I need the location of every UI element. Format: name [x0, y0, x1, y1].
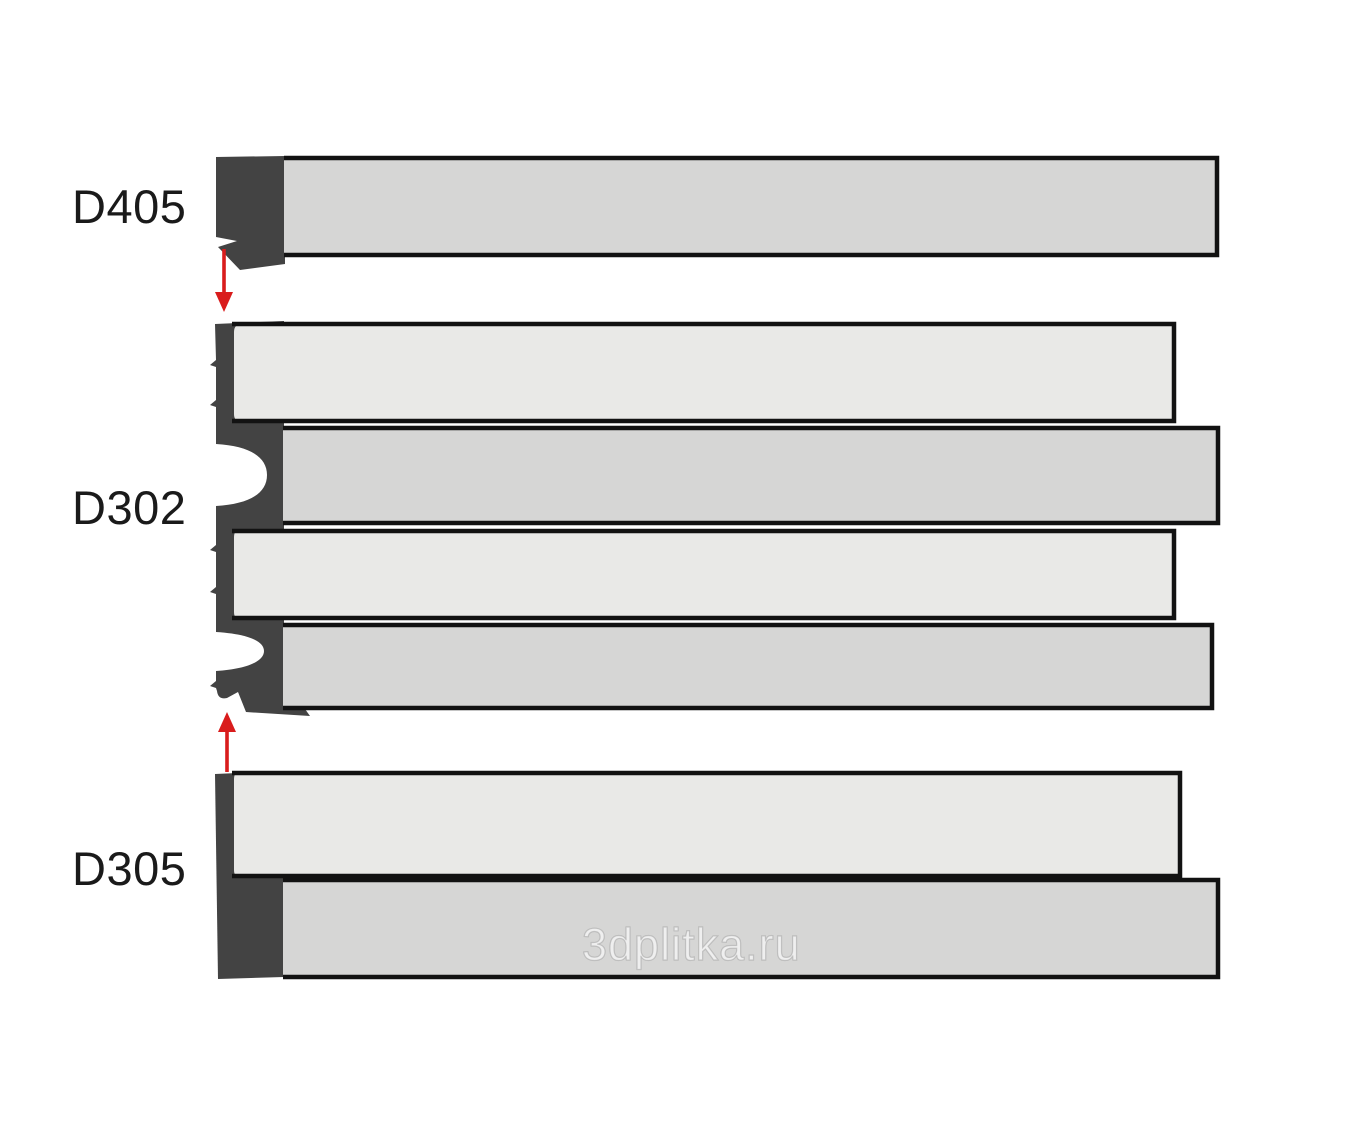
d305-panel-1-fill — [234, 771, 1182, 878]
d305-profile-group — [215, 770, 1221, 980]
d302-panel-4-border — [283, 622, 1215, 711]
d405-label: D405 — [72, 180, 187, 233]
d305-panel-2-fill — [283, 878, 1220, 979]
d405-clip-profile-shape — [216, 156, 285, 270]
assembly-arrow-up — [218, 712, 236, 772]
d305-panel-2-border — [283, 877, 1221, 980]
d302-panel-2-fill — [283, 426, 1220, 525]
d302-panel-3-fill — [234, 529, 1176, 620]
d302-panel-1-border — [232, 321, 1177, 424]
d302-profile-group — [210, 321, 1221, 716]
d405-panel-fill — [284, 156, 1219, 257]
d302-panel-2-border — [283, 425, 1221, 526]
up-arrow-head-icon — [218, 712, 236, 732]
watermark: 3dplitka.ru — [581, 919, 801, 970]
d305-panel-1-border — [232, 770, 1183, 879]
d405-panel-border — [284, 155, 1220, 258]
d302-panel-4-fill — [283, 623, 1214, 710]
d405-profile-group — [216, 155, 1220, 270]
d305-label: D305 — [72, 842, 187, 895]
down-arrow-head-icon — [215, 292, 233, 312]
d302-label: D302 — [72, 481, 187, 534]
d302-panel-1-fill — [234, 324, 1176, 422]
d302-panel-3-border — [232, 528, 1177, 621]
assembly-arrow-down — [215, 249, 233, 312]
